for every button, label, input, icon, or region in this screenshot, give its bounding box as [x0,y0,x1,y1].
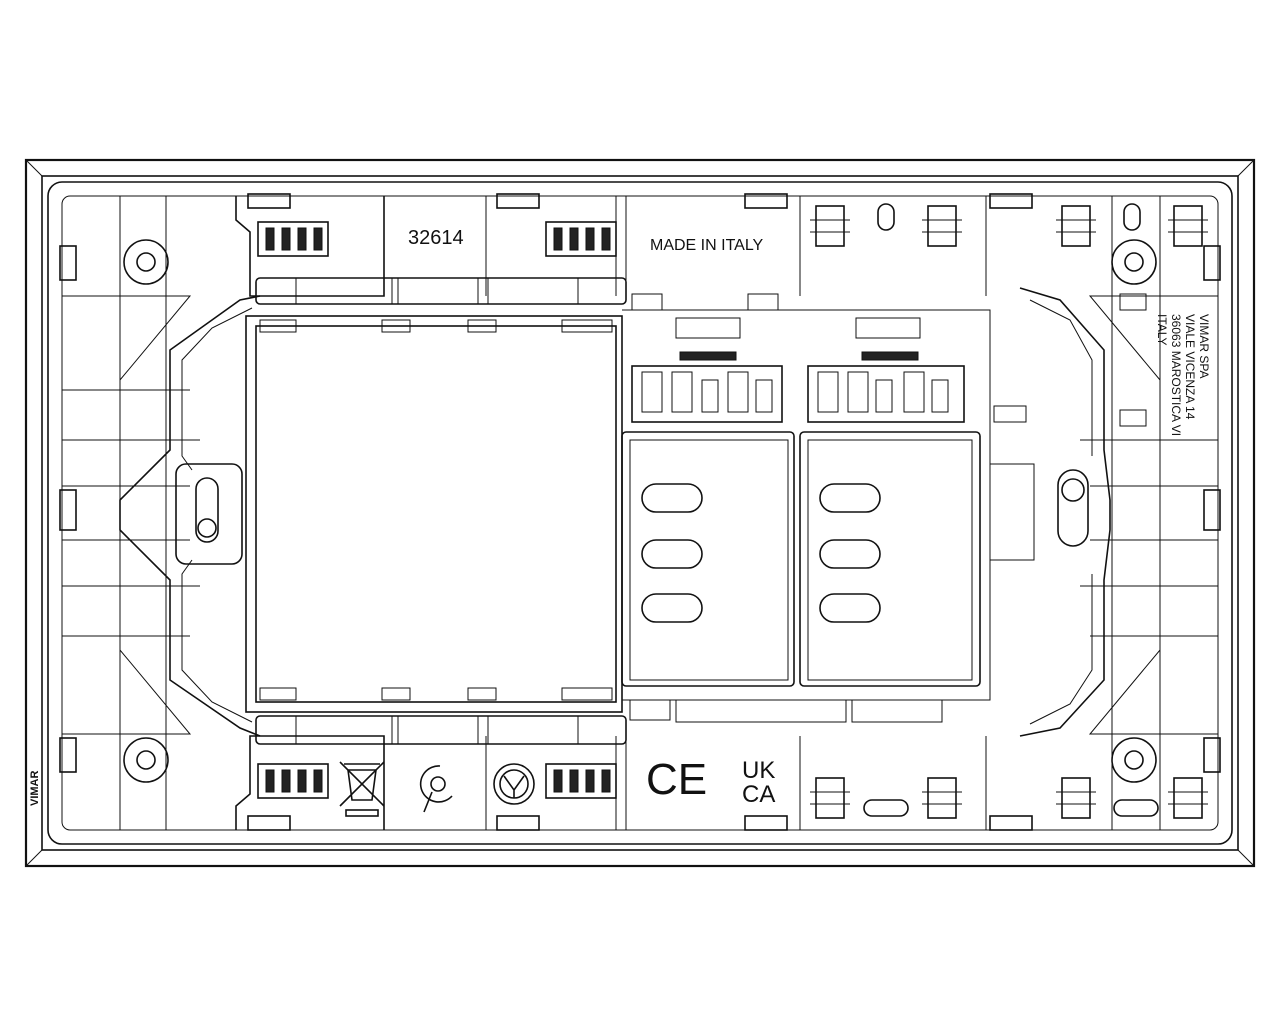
ukca-mark-top: UK [742,757,775,784]
switch-module-1 [621,293,795,687]
ukca-mark-bottom: CA [742,781,775,808]
module-rail [622,309,991,723]
part-number: 32614 [408,227,464,249]
certification-mark-icon [419,765,453,813]
manufacturer-address: VIMAR SPA VIALE VICENZA 14 36063 MAROSTI… [1155,314,1211,436]
brand-edge-mark: VIMAR [29,771,41,807]
imq-mark-icon [493,763,535,805]
manufacturer-line-1: VIMAR SPA [1197,314,1211,378]
ce-mark: CE [646,755,707,804]
corner-screw-holes [123,239,1157,783]
terminal-blocks [257,221,617,799]
manufacturer-line-2: VIALE VICENZA 14 [1183,314,1197,420]
origin-label: MADE IN ITALY [650,237,764,254]
outer-frame [24,158,1256,868]
bottom-bays [235,715,987,830]
manufacturer-line-4: ITALY [1155,314,1169,346]
snap-tabs [247,193,1033,831]
bay-clips [810,203,1208,819]
rib-grid [62,196,1218,830]
blank-module [245,315,623,713]
manufacturer-line-3: 36063 MAROSTICA VI [1169,314,1183,436]
support-frame [119,287,1111,737]
side-clips [59,245,1221,773]
weee-bin-icon [339,761,385,817]
top-bays [235,196,987,305]
switch-module-2 [799,293,1147,687]
